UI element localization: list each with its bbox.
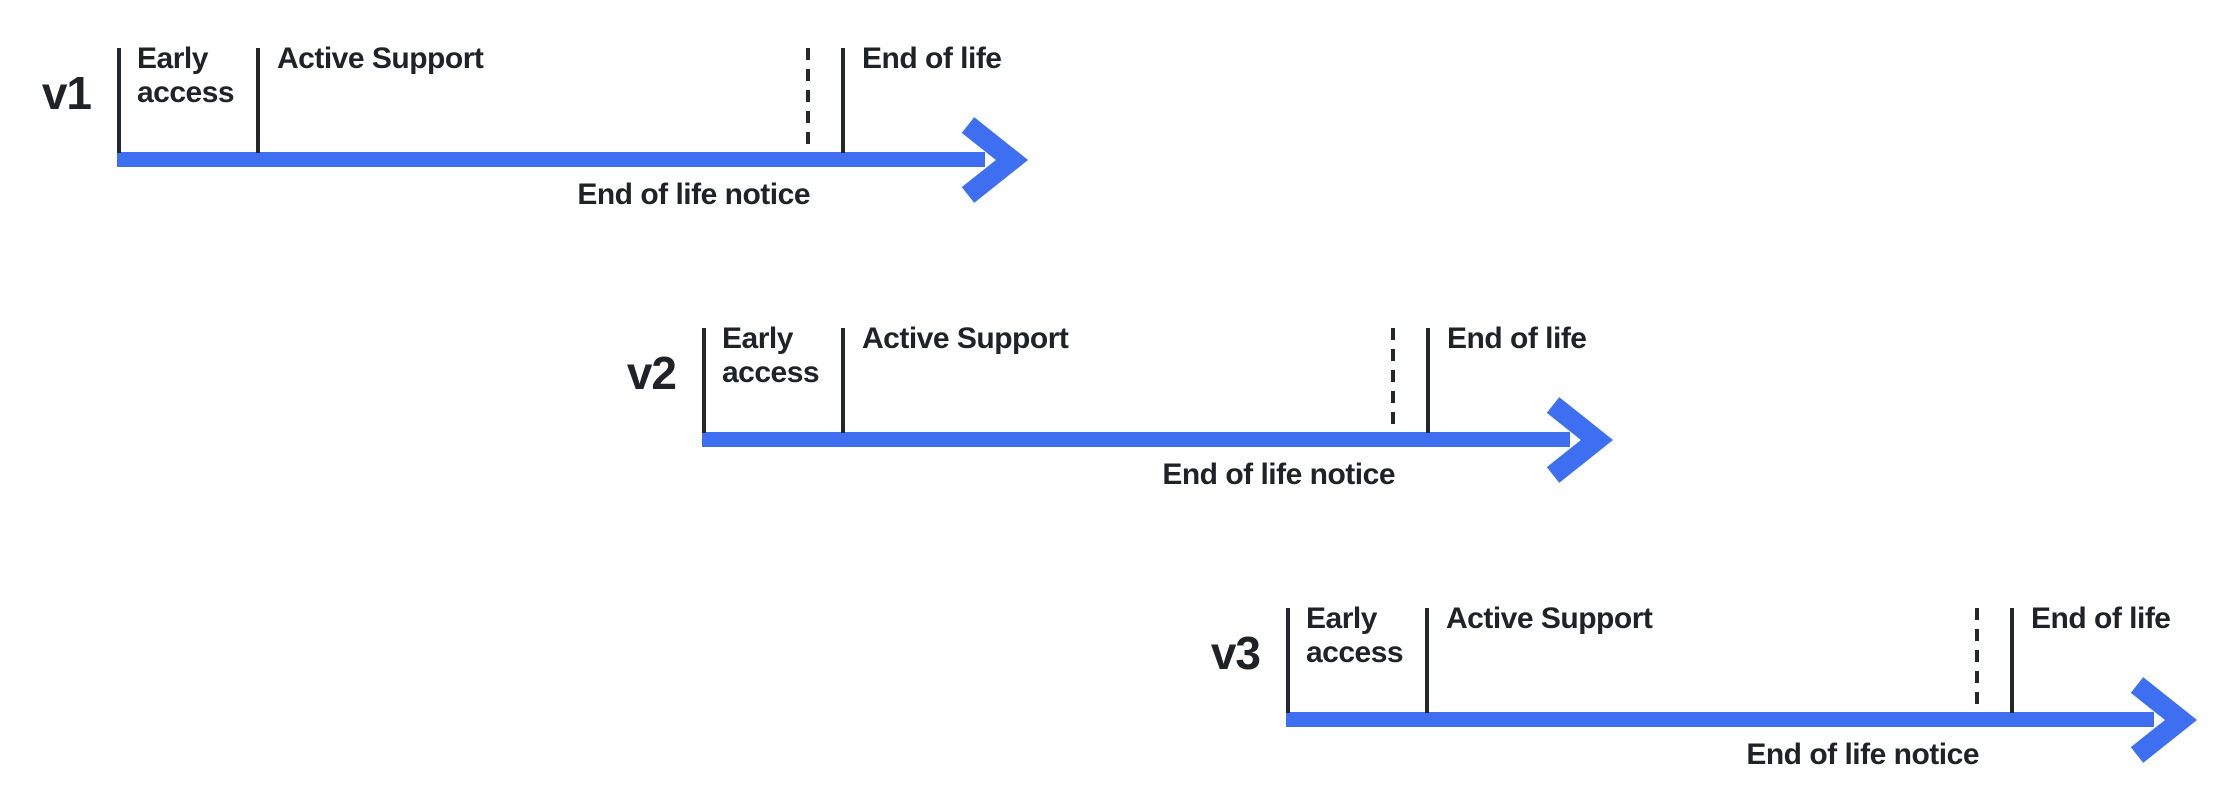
active-support-tick <box>256 48 260 153</box>
active-support-label: Active Support <box>862 322 1069 355</box>
end-of-life-label: End of life <box>1447 322 1587 355</box>
eol-notice-label: End of life notice <box>577 178 810 211</box>
eol-notice-dashed-line <box>806 48 810 149</box>
eol-notice-dashed-line <box>1391 328 1395 429</box>
timeline-row-v3: v3 Early access Active Support End of li… <box>1186 602 2226 793</box>
arrow-head-icon <box>2130 677 2198 763</box>
timeline-v3: Early access Active Support End of life … <box>1286 602 2226 793</box>
end-of-life-label: End of life <box>862 42 1002 75</box>
end-of-life-label: End of life <box>2031 602 2171 635</box>
early-access-label: Early access <box>137 42 235 109</box>
arrow-head-icon <box>1546 397 1614 483</box>
phase-start-tick <box>1286 608 1290 713</box>
active-support-tick <box>841 328 845 433</box>
timeline-row-v2: v2 Early access Active Support End of li… <box>602 322 1642 513</box>
active-support-tick <box>1425 608 1429 713</box>
active-support-label: Active Support <box>1446 602 1653 635</box>
arrow-shaft <box>702 432 1570 447</box>
timeline-arrow <box>1286 677 2198 763</box>
end-of-life-tick <box>1426 328 1430 433</box>
timeline-v1: Early access Active Support End of life … <box>117 42 1057 233</box>
timeline-v2: Early access Active Support End of life … <box>702 322 1642 513</box>
version-label: v2 <box>626 347 677 399</box>
eol-notice-label: End of life notice <box>1746 738 1979 771</box>
timeline-arrow <box>117 117 1029 203</box>
arrow-shaft <box>117 152 985 167</box>
timeline-row-v1: v1 Early access Active Support End of li… <box>17 42 1057 233</box>
eol-notice-dashed-line <box>1975 608 1979 709</box>
version-label: v3 <box>1210 627 1261 679</box>
end-of-life-tick <box>841 48 845 153</box>
eol-notice-label: End of life notice <box>1162 458 1395 491</box>
timeline-arrow <box>702 397 1614 483</box>
early-access-label: Early access <box>1306 602 1404 669</box>
arrow-shaft <box>1286 712 2154 727</box>
phase-start-tick <box>702 328 706 433</box>
active-support-label: Active Support <box>277 42 484 75</box>
arrow-head-icon <box>961 117 1029 203</box>
version-label: v1 <box>41 67 92 119</box>
early-access-label: Early access <box>722 322 820 389</box>
phase-start-tick <box>117 48 121 153</box>
end-of-life-tick <box>2010 608 2014 713</box>
